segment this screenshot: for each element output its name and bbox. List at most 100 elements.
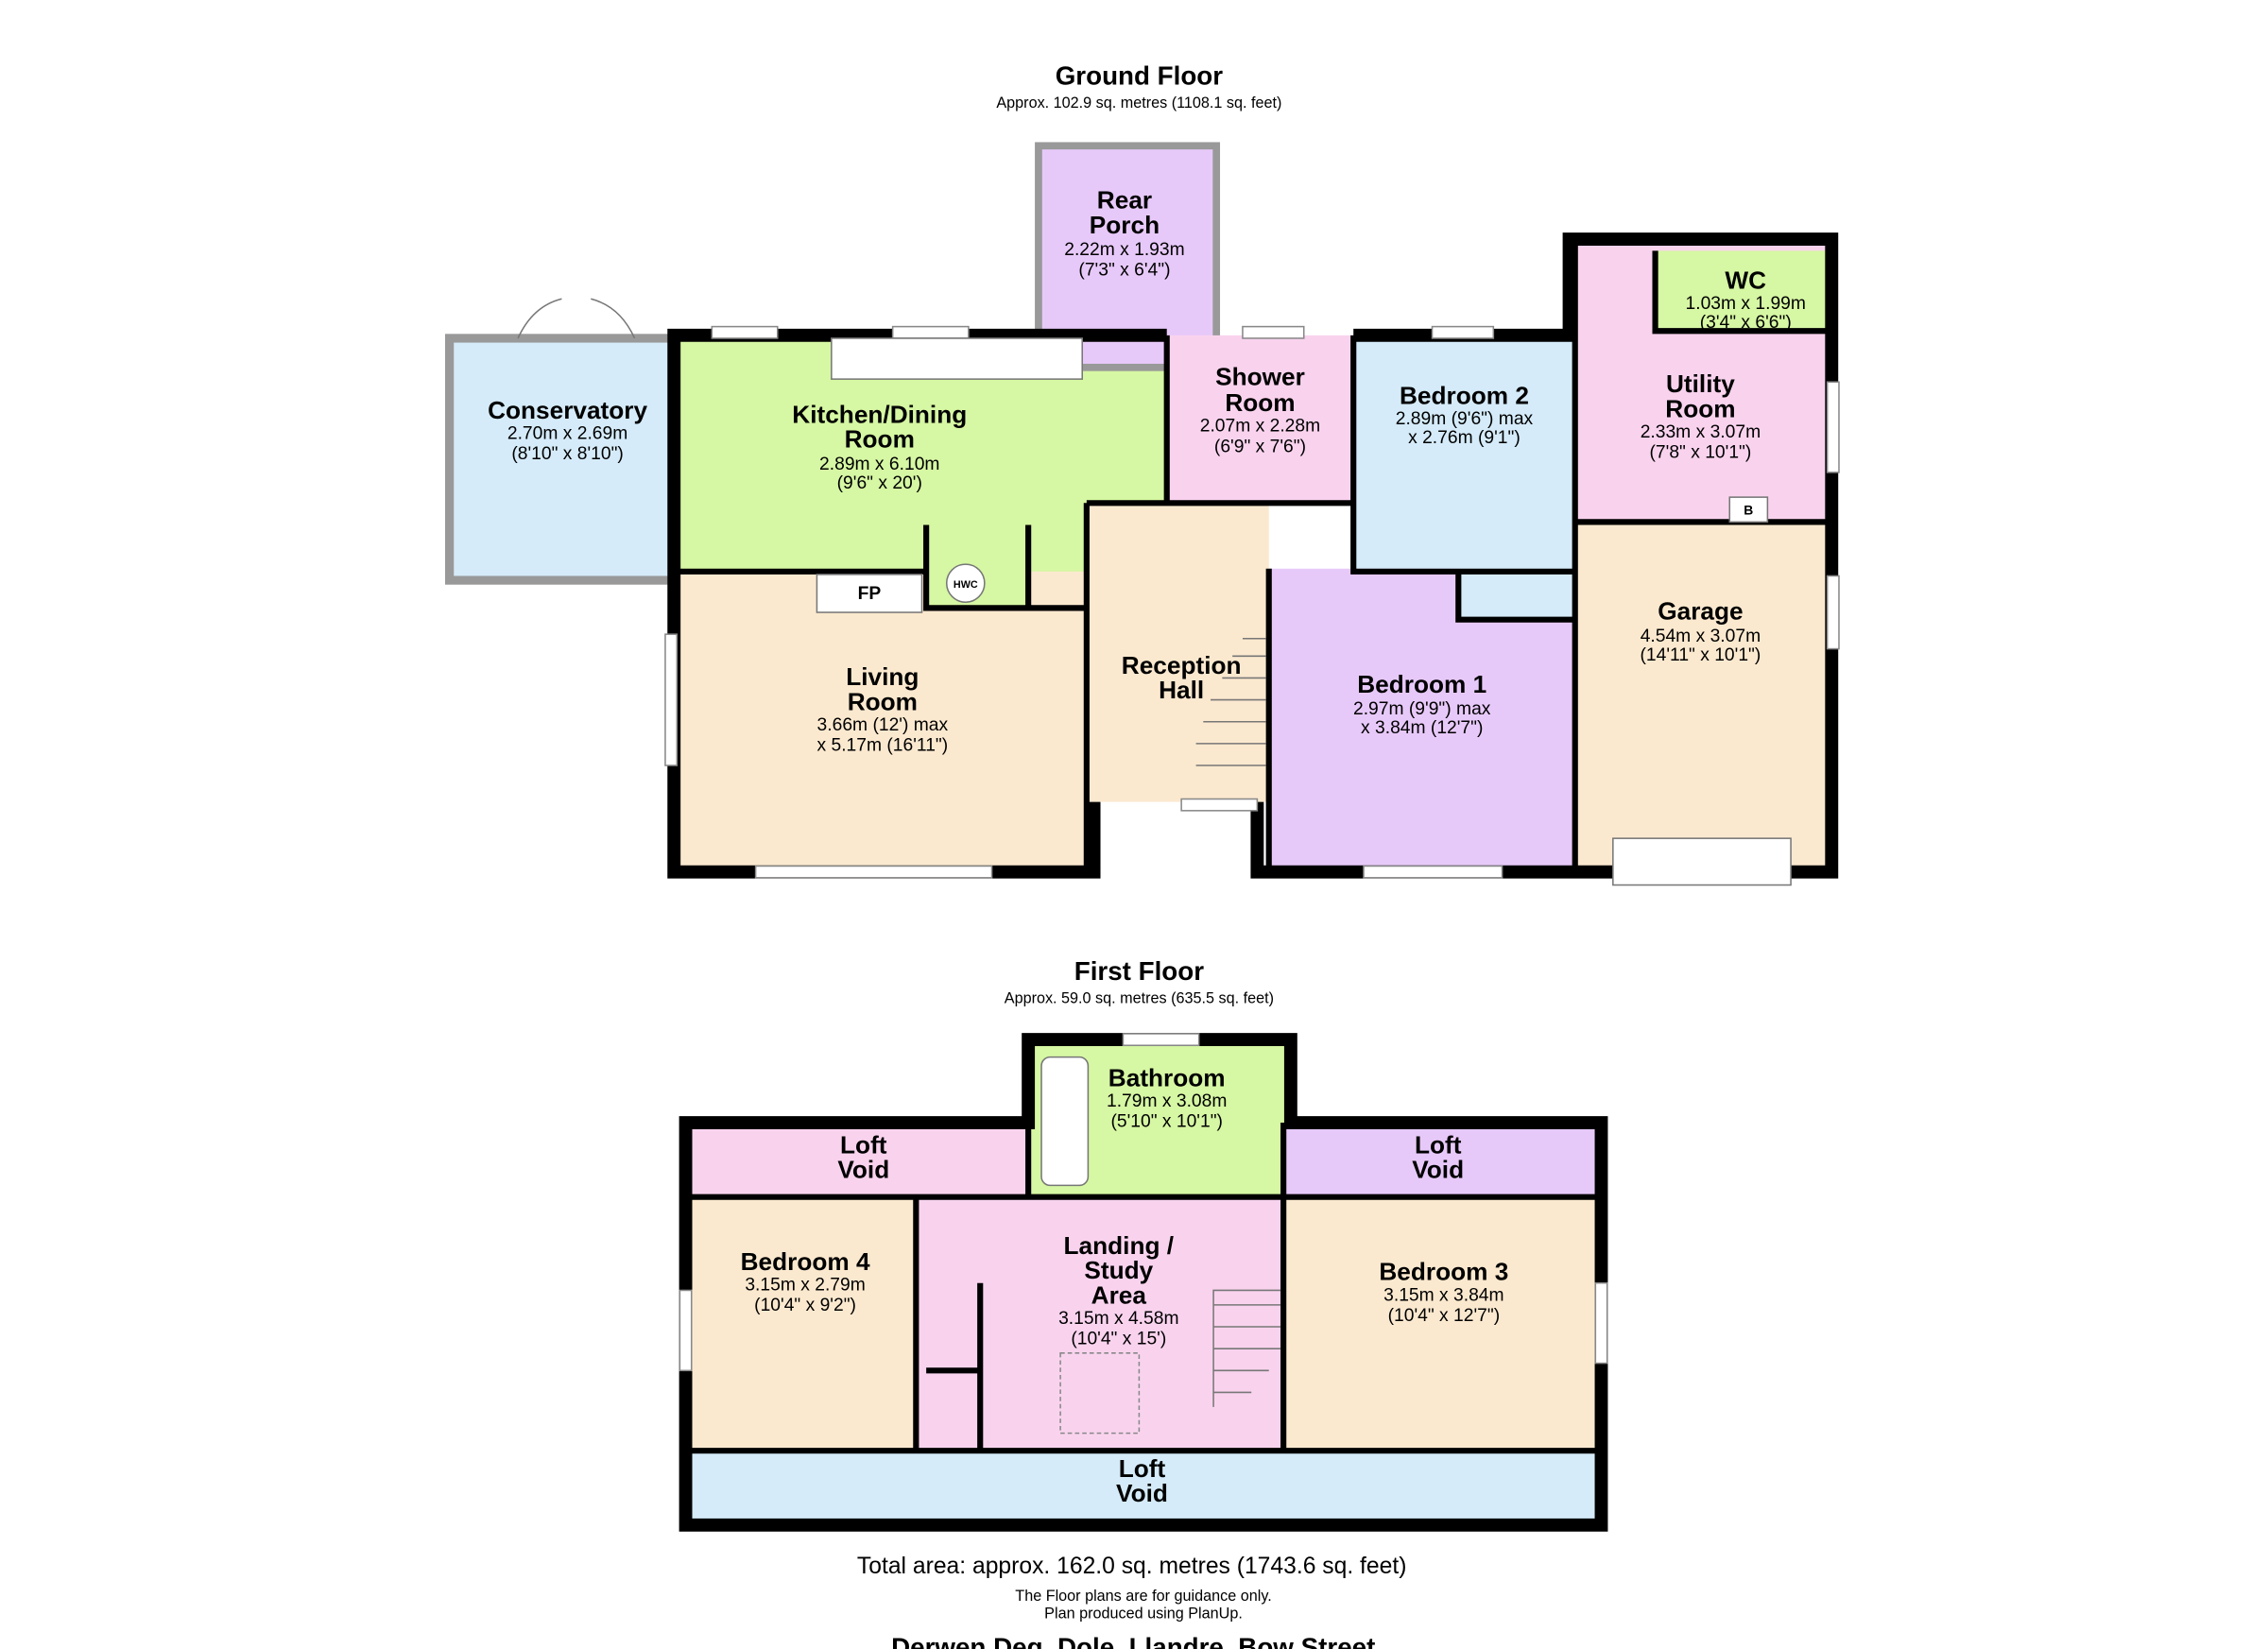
bedroom-1-dims: x 3.84m (12'7") — [1361, 718, 1483, 738]
window — [754, 865, 993, 879]
garage-dims: 4.54m x 3.07m — [1641, 627, 1761, 646]
first-floor-area: Approx. 59.0 sq. metres (635.5 sq. feet) — [1005, 990, 1274, 1007]
stairs — [1195, 638, 1266, 766]
window — [1180, 798, 1259, 812]
first-floor-plan — [679, 1033, 1608, 1532]
living-room-dims: x 5.17m (16'11") — [817, 736, 949, 756]
fireplace-label: FP — [858, 584, 882, 604]
room-reception — [1086, 503, 1269, 802]
window — [1122, 1033, 1200, 1047]
landing-label: Landing / — [1064, 1231, 1175, 1260]
room-kitchen — [674, 335, 1167, 606]
loft-void-bottom-label: Loft — [1119, 1454, 1166, 1483]
loft-void-left-label: Void — [837, 1156, 889, 1184]
utility-label: Utility — [1666, 369, 1735, 398]
loft-void-bottom-label: Void — [1116, 1479, 1168, 1507]
utility-dims: (7'8" x 10'1") — [1650, 442, 1752, 462]
landing-label: Area — [1091, 1280, 1147, 1309]
first-floor-title: First Floor — [1074, 956, 1204, 986]
kitchen-label: Room — [845, 425, 915, 454]
guidance-note: The Floor plans are for guidance only. — [1015, 1588, 1271, 1605]
bedroom-3-dims: (10'4" x 12'7") — [1388, 1306, 1500, 1326]
room-bedroom-4 — [688, 1198, 917, 1450]
wc-dims: (3'4" x 6'6") — [1700, 313, 1792, 333]
bedroom-2-label: Bedroom 2 — [1400, 381, 1529, 409]
kitchen-dims: 2.89m x 6.10m — [819, 455, 939, 474]
rear-porch-label: Rear — [1097, 186, 1152, 215]
window — [1594, 1281, 1608, 1365]
landing-label: Study — [1084, 1256, 1153, 1284]
loft-void-right-label: Void — [1412, 1156, 1464, 1184]
kitchen-worktop — [831, 337, 1083, 380]
shower-room-label: Shower — [1215, 362, 1305, 390]
reception-hall-label: Reception — [1122, 651, 1242, 679]
bedroom-2-dims: x 2.76m (9'1") — [1408, 428, 1521, 448]
planup-note: Plan produced using PlanUp. — [1044, 1606, 1243, 1623]
first-outer-wall — [679, 1033, 1608, 1532]
loft-hatch — [1059, 1352, 1141, 1434]
window — [1826, 381, 1840, 473]
hwc-label: HWC — [954, 579, 978, 591]
window — [664, 633, 679, 766]
room-loft-void-right — [1283, 1123, 1597, 1196]
bedroom-4-dims: 3.15m x 2.79m — [745, 1275, 865, 1295]
room-loft-void-left — [688, 1123, 1029, 1196]
wc-label: WC — [1725, 266, 1766, 294]
shower-room-dims: 2.07m x 2.28m — [1200, 417, 1320, 437]
shower-room-label: Room — [1225, 388, 1295, 417]
boiler-box — [1728, 496, 1769, 524]
hwc-tank — [945, 563, 986, 603]
ground-inner-walls — [674, 245, 1828, 872]
kitchen-label: Kitchen/Dining — [792, 400, 967, 428]
living-room-label: Room — [848, 687, 918, 715]
ground-floor-title: Ground Floor — [1056, 60, 1224, 90]
bathroom-dims: (5'10" x 10'1") — [1110, 1112, 1223, 1132]
rear-porch-dims: 2.22m x 1.93m — [1064, 240, 1184, 260]
bedroom-2-dims: 2.89m (9'6") max — [1396, 409, 1534, 429]
landing-dims: (10'4" x 15') — [1071, 1330, 1166, 1349]
room-bedroom-3 — [1283, 1198, 1597, 1450]
conservatory-dims: (8'10" x 8'10") — [511, 444, 624, 464]
garage-door — [1612, 837, 1792, 886]
property-address: Derwen Deg, Dole, Llandre, Bow Street — [891, 1633, 1375, 1649]
conservatory-label: Conservatory — [488, 396, 647, 424]
rear-porch-dims: (7'3" x 6'4") — [1078, 261, 1170, 281]
room-shower — [1166, 335, 1354, 504]
conservatory-doors-icon — [517, 298, 636, 339]
window — [1431, 325, 1495, 339]
window — [891, 325, 970, 339]
bedroom-4-dims: (10'4" x 9'2") — [754, 1296, 856, 1315]
room-living — [674, 571, 1087, 872]
conservatory-dims: 2.70m x 2.69m — [507, 423, 627, 443]
window — [1363, 865, 1503, 879]
living-room-label: Living — [846, 662, 919, 691]
garage-label: Garage — [1658, 597, 1743, 626]
boiler-label: B — [1744, 503, 1753, 518]
bedroom-4-label: Bedroom 4 — [741, 1247, 870, 1276]
bathroom-dims: 1.79m x 3.08m — [1107, 1091, 1227, 1111]
stairs — [1212, 1289, 1281, 1407]
room-bedroom-1 — [1268, 568, 1575, 872]
rear-porch-label: Porch — [1090, 211, 1160, 239]
garage-dims: (14'11" x 10'1") — [1641, 645, 1761, 665]
first-inner-walls — [688, 1123, 1599, 1454]
utility-label: Room — [1665, 394, 1735, 422]
fireplace — [816, 574, 923, 613]
room-conservatory — [444, 334, 679, 585]
room-garage — [1574, 522, 1828, 872]
landing-dims: 3.15m x 4.58m — [1058, 1309, 1178, 1329]
bedroom-3-label: Bedroom 3 — [1379, 1258, 1508, 1286]
room-wc — [1655, 250, 1828, 332]
window — [1826, 575, 1840, 650]
bedroom-1-dims: 2.97m (9'9") max — [1353, 699, 1491, 719]
room-loft-void-bottom — [688, 1451, 1597, 1522]
bedroom-1-label: Bedroom 1 — [1357, 670, 1486, 698]
bath-icon — [1040, 1056, 1090, 1187]
total-area: Total area: approx. 162.0 sq. metres (17… — [857, 1554, 1406, 1579]
reception-hall-label: Hall — [1159, 676, 1204, 704]
kitchen-dims: (9'6" x 20') — [837, 473, 922, 493]
bathroom-label: Bathroom — [1108, 1063, 1226, 1091]
window — [711, 325, 779, 339]
window — [1242, 325, 1305, 339]
